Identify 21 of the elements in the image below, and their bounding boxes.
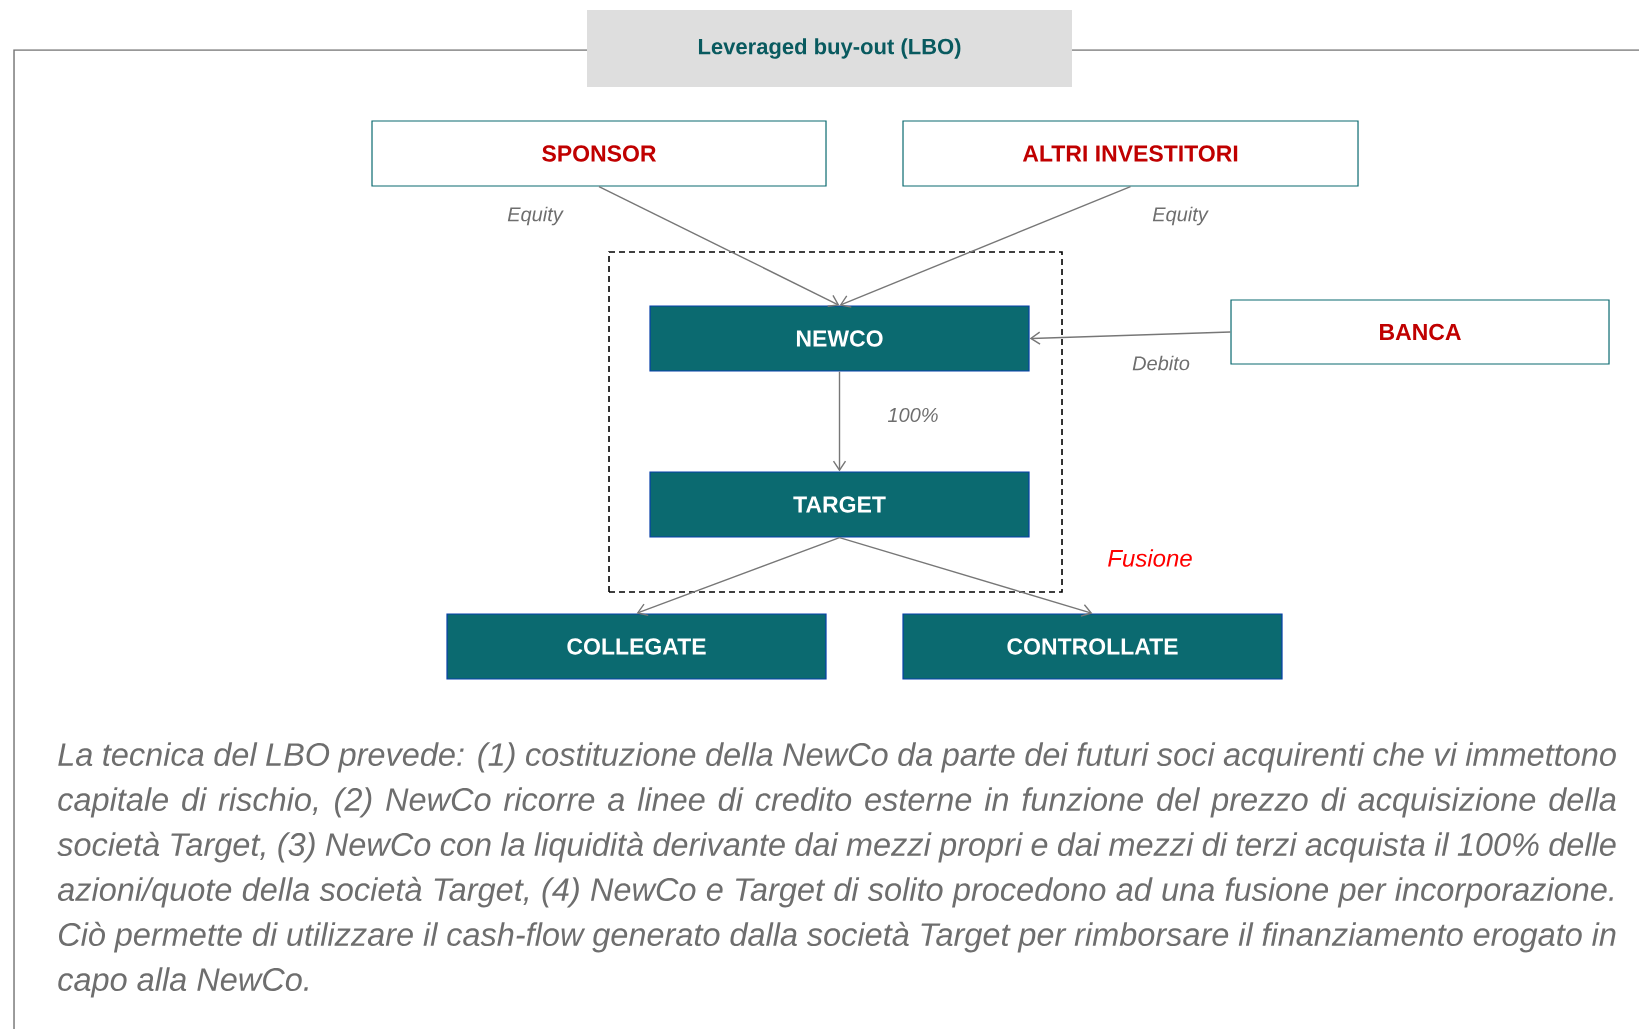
company-box: NEWCO bbox=[649, 305, 1030, 372]
party-box: BANCA bbox=[1230, 299, 1610, 365]
arrow bbox=[832, 370, 847, 472]
arrow bbox=[636, 536, 841, 617]
company-box: CONTROLLATE bbox=[902, 613, 1283, 680]
party-box: SPONSOR bbox=[371, 120, 827, 187]
company-box: TARGET bbox=[649, 471, 1030, 538]
edge-label: Debito bbox=[1131, 354, 1191, 372]
caption: La tecnica del LBO prevede: (1) costituzione della NewCo da parte dei futuri soci acquirenti che vi immettono capitale di rischio, (2) NewCo ricorre a linee di credito esterne in funzione del prezzo di acquisizione della società Target, (3) NewCo con la liquidità derivante dai mezzi propri e dai mezzi di terzi acquista il 100% delle azioni/quote della società Target, (4) NewCo e Target di solito procedono ad una fusione per incorporazione. Ciò permette di utilizzare il cash-flow generato dalla società Target per rimborsare il finanziamento erogato in capo alla NewCo. bbox=[57, 742, 1616, 998]
arrow bbox=[1029, 331, 1232, 345]
edge-label: 100% bbox=[886, 406, 940, 424]
merger-label: Fusione bbox=[1108, 549, 1192, 567]
arrow bbox=[839, 185, 1132, 308]
arrow bbox=[598, 185, 840, 307]
title-box: Leveraged buy-out (LBO) bbox=[587, 10, 1072, 87]
company-box: COLLEGATE bbox=[446, 613, 827, 680]
arrow bbox=[838, 536, 1093, 617]
edge-label: Equity bbox=[1151, 205, 1209, 227]
edge-label: Equity bbox=[506, 205, 564, 227]
merger-boundary bbox=[608, 251, 1063, 593]
party-box: ALTRI INVESTITORI bbox=[902, 120, 1359, 187]
